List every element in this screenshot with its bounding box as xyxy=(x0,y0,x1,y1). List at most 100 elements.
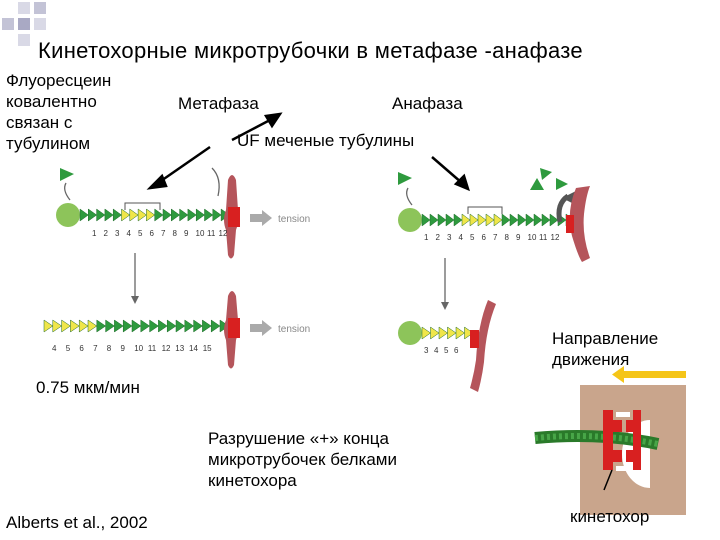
subunit-number: 5 xyxy=(470,233,475,242)
fluorescein-label-line-1: Флуоресцеин xyxy=(6,71,112,90)
tubulin-subunit xyxy=(541,213,551,227)
subunit-number: 4 xyxy=(434,346,439,355)
kinetochore-inset xyxy=(534,366,686,515)
tubulin-subunit xyxy=(158,319,168,333)
subunit-number: 6 xyxy=(482,233,487,242)
destruction-label-line-2: микротрубочек белками xyxy=(208,450,397,469)
subunit-number: 5 xyxy=(66,344,71,353)
tubulin-subunit xyxy=(509,213,519,227)
tubulin-subunit xyxy=(105,319,115,333)
tubulin-subunit xyxy=(464,326,474,340)
subunit-number: 7 xyxy=(493,233,498,242)
microtubule-metaphase-bottom xyxy=(43,319,230,333)
microtubule-anaphase-bottom xyxy=(421,326,474,340)
fluorescein-label: Флуоресцеин ковалентно связан с тубулино… xyxy=(6,70,111,154)
tubulin-subunit xyxy=(187,208,197,222)
subunit-number: 2 xyxy=(436,233,441,242)
subunit-number: 1 xyxy=(424,233,429,242)
subunit-number: 10 xyxy=(196,229,205,238)
subunit-number: 7 xyxy=(161,229,166,238)
subunit-number: 10 xyxy=(528,233,537,242)
tubulin-subunit xyxy=(438,326,448,340)
subunit-number: 12 xyxy=(551,233,560,242)
tubulin-subunit xyxy=(129,208,139,222)
subunit-number: 6 xyxy=(79,344,84,353)
tubulin-subunit xyxy=(175,319,186,333)
tubulin-subunit xyxy=(421,326,431,340)
tubulin-subunit xyxy=(88,208,98,222)
subunit-number: 3 xyxy=(447,233,452,242)
tubulin-subunit xyxy=(421,213,431,227)
tubulin-subunit xyxy=(493,213,503,227)
fluorescein-label-line-4: тубулином xyxy=(6,134,91,153)
subunit-number: 11 xyxy=(148,344,157,353)
kinetochore-label: кинетохор xyxy=(570,507,650,526)
tubulin-subunit xyxy=(154,208,164,222)
direction-arrow xyxy=(612,366,686,383)
direction-label: Направление движения xyxy=(552,328,658,370)
tubulin-subunit xyxy=(96,208,106,222)
tubulin-subunit xyxy=(131,319,142,333)
page-title: Кинетохорные микротрубочки в метафазе -а… xyxy=(38,38,583,63)
tubulin-subunit xyxy=(525,213,535,227)
subunit-number: 8 xyxy=(173,229,178,238)
destruction-label-line-1: Разрушение «+» конца xyxy=(208,429,389,448)
tubulin-subunit xyxy=(104,208,114,222)
microtubule-metaphase-top xyxy=(79,208,230,222)
tubulin-subunit xyxy=(112,208,122,222)
tubulin-subunit xyxy=(202,319,212,333)
tubulin-subunit xyxy=(137,208,147,222)
tubulin-subunit xyxy=(210,319,221,333)
tubulin-subunit xyxy=(501,213,511,227)
tubulin-subunit xyxy=(61,319,71,333)
tubulin-subunit xyxy=(204,208,214,222)
tubulin-subunit xyxy=(122,319,133,333)
tubulin-subunit xyxy=(79,208,89,222)
fluorescein-label-line-2: ковалентно xyxy=(6,92,97,111)
pointer-arrows xyxy=(146,112,470,192)
subunit-number: 3 xyxy=(424,346,429,355)
tubulin-subunit xyxy=(549,213,559,227)
tubulin-subunit xyxy=(70,319,80,333)
subunit-number: 2 xyxy=(104,229,109,238)
tubulin-subunit xyxy=(461,213,471,227)
microtubule-anaphase-top xyxy=(421,213,575,227)
subunit-number: 4 xyxy=(127,229,132,238)
direction-label-line-2: движения xyxy=(552,350,630,369)
subunit-number: 9 xyxy=(184,229,189,238)
subunit-number: 4 xyxy=(459,233,464,242)
subunit-number: 4 xyxy=(52,344,57,353)
tubulin-subunit xyxy=(162,208,172,222)
tubulin-subunit xyxy=(78,319,89,333)
subunit-number: 1 xyxy=(92,229,97,238)
subunit-number: 6 xyxy=(150,229,155,238)
subunit-number: 5 xyxy=(444,346,449,355)
tubulin-subunit xyxy=(453,213,463,227)
tubulin-subunit xyxy=(212,208,222,222)
subunit-number: 9 xyxy=(516,233,521,242)
tubulin-subunit xyxy=(149,319,159,333)
tubulin-subunit xyxy=(96,319,107,333)
tension-label-bottom: tension xyxy=(278,324,310,335)
tubulin-subunit xyxy=(477,213,487,227)
citation: Alberts et al., 2002 xyxy=(6,513,148,532)
chromosome-metaphase-bottom xyxy=(224,291,240,369)
subunit-number: 7 xyxy=(93,344,98,353)
tubulin-subunit xyxy=(114,319,124,333)
tubulin-subunit xyxy=(171,208,181,222)
subunit-number: 6 xyxy=(454,346,459,355)
tubulin-subunit xyxy=(445,213,455,227)
subunit-number: 15 xyxy=(203,344,212,353)
tubulin-subunit xyxy=(430,326,440,340)
rate-label: 0.75 мкм/мин xyxy=(36,378,140,397)
subunit-number: 9 xyxy=(121,344,126,353)
released-tubulins xyxy=(530,168,568,190)
